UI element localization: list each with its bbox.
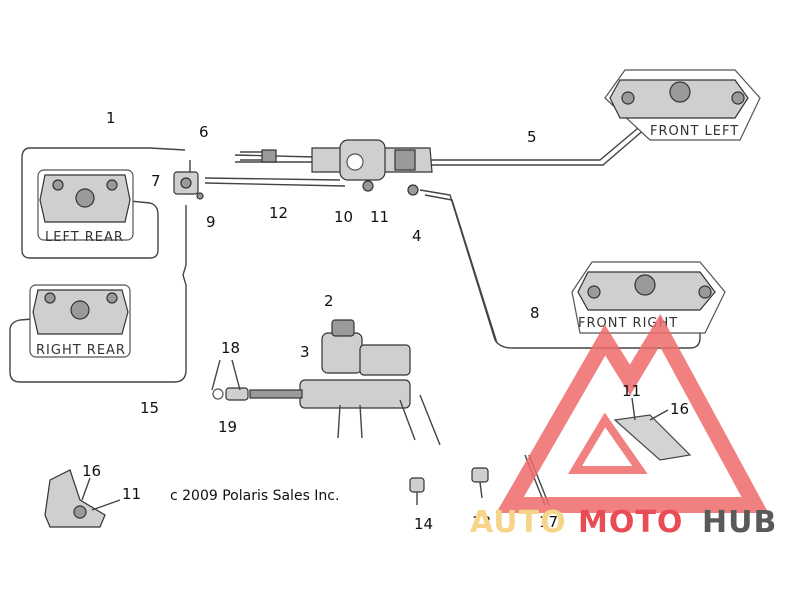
watermark-auto: AUTO: [470, 505, 567, 540]
callout-12: 12: [269, 204, 288, 222]
master-hoses: [337, 394, 441, 446]
caliper-bolt-icon: [44, 292, 56, 304]
callout-16-left: 16: [82, 462, 101, 480]
junction-bolt-icon: [180, 177, 192, 189]
switch-plug-icon: [261, 149, 277, 163]
callout-4: 4: [412, 227, 422, 245]
callout-1: 1: [106, 109, 116, 127]
watermark-moto: MOTO: [578, 505, 683, 540]
clevis-icon: [225, 387, 249, 401]
callout-15: 15: [140, 399, 159, 417]
banjo-bolt-icon-4: [407, 184, 419, 196]
copyright-text: c 2009 Polaris Sales Inc.: [170, 488, 339, 504]
front-master-assembly: [240, 139, 433, 196]
caption-front-left: FRONT LEFT: [650, 124, 739, 139]
callout-8: 8: [530, 304, 540, 322]
brake-line-1: [21, 147, 186, 259]
part-13-fitting: [471, 467, 489, 483]
caption-right-rear: RIGHT REAR: [36, 343, 126, 358]
callout-3: 3: [300, 343, 310, 361]
right-rear-caliper: RIGHT REAR: [29, 284, 131, 358]
brake-lines: [9, 117, 701, 383]
brake-line-12b: [204, 177, 341, 181]
callout-7: 7: [151, 172, 161, 190]
small-parts: [44, 454, 550, 528]
push-rod: [249, 389, 303, 399]
brake-line-8b: [424, 194, 498, 344]
front-left-caliper: FRONT LEFT: [604, 69, 761, 141]
inset-bolt-icon: [73, 505, 87, 519]
master-reservoir-cap: [331, 319, 355, 337]
part-14-fitting: [409, 477, 425, 493]
part-13-stem: [479, 481, 483, 499]
switch-connector-icon: [240, 151, 265, 161]
caliper-fitting-icon: [75, 188, 95, 208]
brake-line-5b: [430, 121, 654, 166]
banjo-bolt-icon-10: [362, 180, 374, 192]
master-reservoir: [321, 332, 363, 374]
callout-14: 14: [414, 515, 433, 533]
callout-16-right: 16: [670, 400, 689, 418]
inset-right-caliper: [613, 414, 692, 461]
caliper-bolt-icon: [587, 285, 601, 299]
callout-19: 19: [218, 418, 237, 436]
brake-line-12: [204, 182, 346, 187]
callout-numbers: 1 2 3 4 5 6 7 8 9 10 11 12 13 14 15 17 1…: [82, 109, 558, 533]
inset-right-leaders: [631, 397, 669, 421]
inset-left-leaders: [81, 477, 121, 511]
master-upper-body: [359, 344, 411, 376]
watermark-logo: 11 16 AUTO MOTO HUB: [470, 313, 777, 540]
lever-pivot-icon: [394, 149, 416, 171]
watermark-hub: HUB: [702, 505, 777, 540]
callout-18-leaders: [211, 359, 241, 391]
callout-10: 10: [334, 208, 353, 226]
callout-18: 18: [221, 339, 240, 357]
clevis-pin-icon: [212, 388, 224, 400]
callout-11-left: 11: [122, 485, 141, 503]
brake-line-15: [9, 205, 187, 383]
left-rear-caliper: LEFT REAR: [37, 169, 134, 245]
junction-block: [173, 171, 204, 200]
rear-master-cylinder: [211, 319, 441, 446]
callout-11: 11: [370, 208, 389, 226]
caliper-fitting-icon: [669, 81, 691, 103]
callout-13: 13: [472, 513, 491, 531]
reservoir-cap-icon: [346, 153, 364, 171]
caliper-fitting-icon: [70, 300, 90, 320]
caliper-bolt-icon: [52, 179, 64, 191]
caliper-bolt-icon: [621, 91, 635, 105]
front-right-caliper: FRONT RIGHT: [571, 261, 726, 334]
caliper-bolt-icon: [698, 285, 712, 299]
watermark-triangle-icon: [496, 313, 769, 513]
callout-17: 17: [539, 513, 558, 531]
caliper-bolt-icon: [106, 179, 118, 191]
caliper-fitting-icon: [634, 274, 656, 296]
banjo-washer-icon: [196, 192, 204, 200]
callout-2: 2: [324, 292, 334, 310]
callout-9: 9: [206, 213, 216, 231]
callout-6: 6: [199, 123, 209, 141]
watermark-inner-triangle-icon: [567, 412, 648, 474]
caliper-bolt-icon: [731, 91, 745, 105]
caliper-bolt-icon: [106, 292, 118, 304]
caption-left-rear: LEFT REAR: [45, 230, 124, 245]
master-cylinder-body: [299, 379, 411, 409]
callout-5: 5: [527, 128, 537, 146]
callout-11-right: 11: [622, 382, 641, 400]
brake-line-5: [430, 117, 651, 161]
inset-left-caliper: [44, 469, 106, 528]
